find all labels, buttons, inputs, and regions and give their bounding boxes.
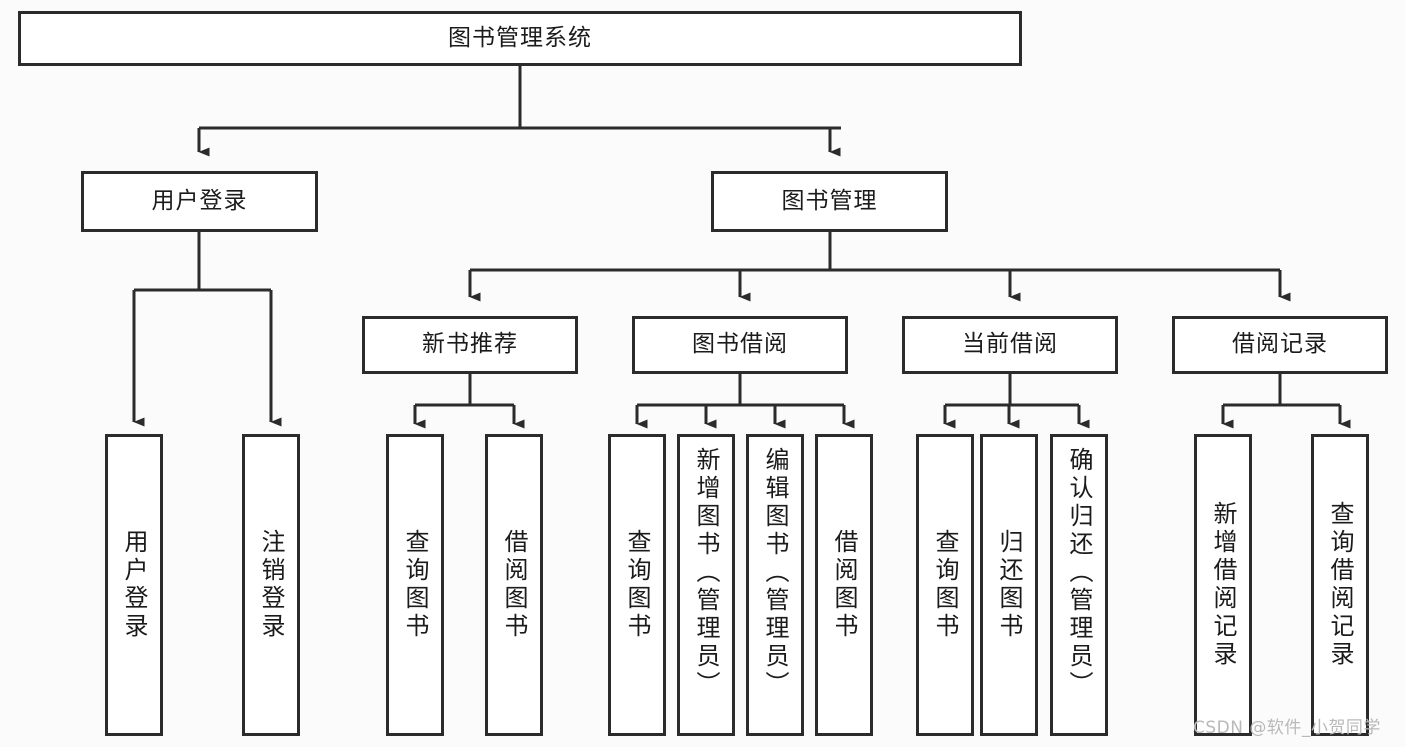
- leaf-book-borrow-borrow-label: 借阅图书: [830, 529, 858, 641]
- node-book-manage[interactable]: 图书管理: [711, 171, 948, 232]
- leaf-user-login-logout-label: 注销登录: [257, 529, 285, 641]
- leaf-current-borrow-confirm-label: 确认归还（管理员）: [1065, 447, 1093, 699]
- leaf-book-borrow-borrow[interactable]: 借阅图书: [815, 434, 873, 736]
- node-current-borrow[interactable]: 当前借阅: [902, 316, 1118, 374]
- leaf-new-book-borrow[interactable]: 借阅图书: [485, 434, 543, 736]
- leaf-current-borrow-query-label: 查询图书: [931, 529, 959, 641]
- leaf-borrow-records-add-label: 新增借阅记录: [1209, 501, 1237, 669]
- node-borrow-records[interactable]: 借阅记录: [1172, 316, 1388, 374]
- leaf-new-book-query-label: 查询图书: [401, 529, 429, 641]
- leaf-borrow-records-query[interactable]: 查询借阅记录: [1311, 434, 1369, 736]
- node-user-login[interactable]: 用户登录: [81, 171, 318, 232]
- leaf-book-borrow-query[interactable]: 查询图书: [608, 434, 666, 736]
- leaf-current-borrow-query[interactable]: 查询图书: [916, 434, 974, 736]
- node-new-book-recommend-label: 新书推荐: [422, 331, 518, 358]
- leaf-current-borrow-return-label: 归还图书: [995, 529, 1023, 641]
- leaf-new-book-query[interactable]: 查询图书: [386, 434, 444, 736]
- leaf-book-borrow-query-label: 查询图书: [623, 529, 651, 641]
- leaf-book-borrow-add[interactable]: 新增图书（管理员）: [677, 434, 735, 736]
- leaf-current-borrow-return[interactable]: 归还图书: [980, 434, 1038, 736]
- node-root-system-label: 图书管理系统: [448, 24, 592, 51]
- node-book-manage-label: 图书管理: [781, 187, 878, 214]
- leaf-user-login-login[interactable]: 用户登录: [105, 434, 163, 736]
- node-book-borrow[interactable]: 图书借阅: [632, 316, 848, 374]
- node-book-borrow-label: 图书借阅: [692, 331, 788, 358]
- node-user-login-label: 用户登录: [151, 187, 248, 214]
- leaf-current-borrow-confirm[interactable]: 确认归还（管理员）: [1050, 434, 1108, 736]
- leaf-borrow-records-query-label: 查询借阅记录: [1326, 501, 1354, 669]
- leaf-user-login-logout[interactable]: 注销登录: [242, 434, 300, 736]
- node-current-borrow-label: 当前借阅: [962, 331, 1058, 358]
- leaf-borrow-records-add[interactable]: 新增借阅记录: [1194, 434, 1252, 736]
- leaf-new-book-borrow-label: 借阅图书: [500, 529, 528, 641]
- node-root-system[interactable]: 图书管理系统: [18, 11, 1022, 66]
- csdn-watermark: CSDN @软件_小贺同学: [1193, 718, 1381, 738]
- leaf-book-borrow-add-label: 新增图书（管理员）: [692, 447, 720, 699]
- leaf-book-borrow-edit-label: 编辑图书（管理员）: [761, 447, 789, 699]
- node-borrow-records-label: 借阅记录: [1232, 331, 1328, 358]
- leaf-book-borrow-edit[interactable]: 编辑图书（管理员）: [746, 434, 804, 736]
- leaf-user-login-login-label: 用户登录: [120, 529, 148, 641]
- node-new-book-recommend[interactable]: 新书推荐: [362, 316, 578, 374]
